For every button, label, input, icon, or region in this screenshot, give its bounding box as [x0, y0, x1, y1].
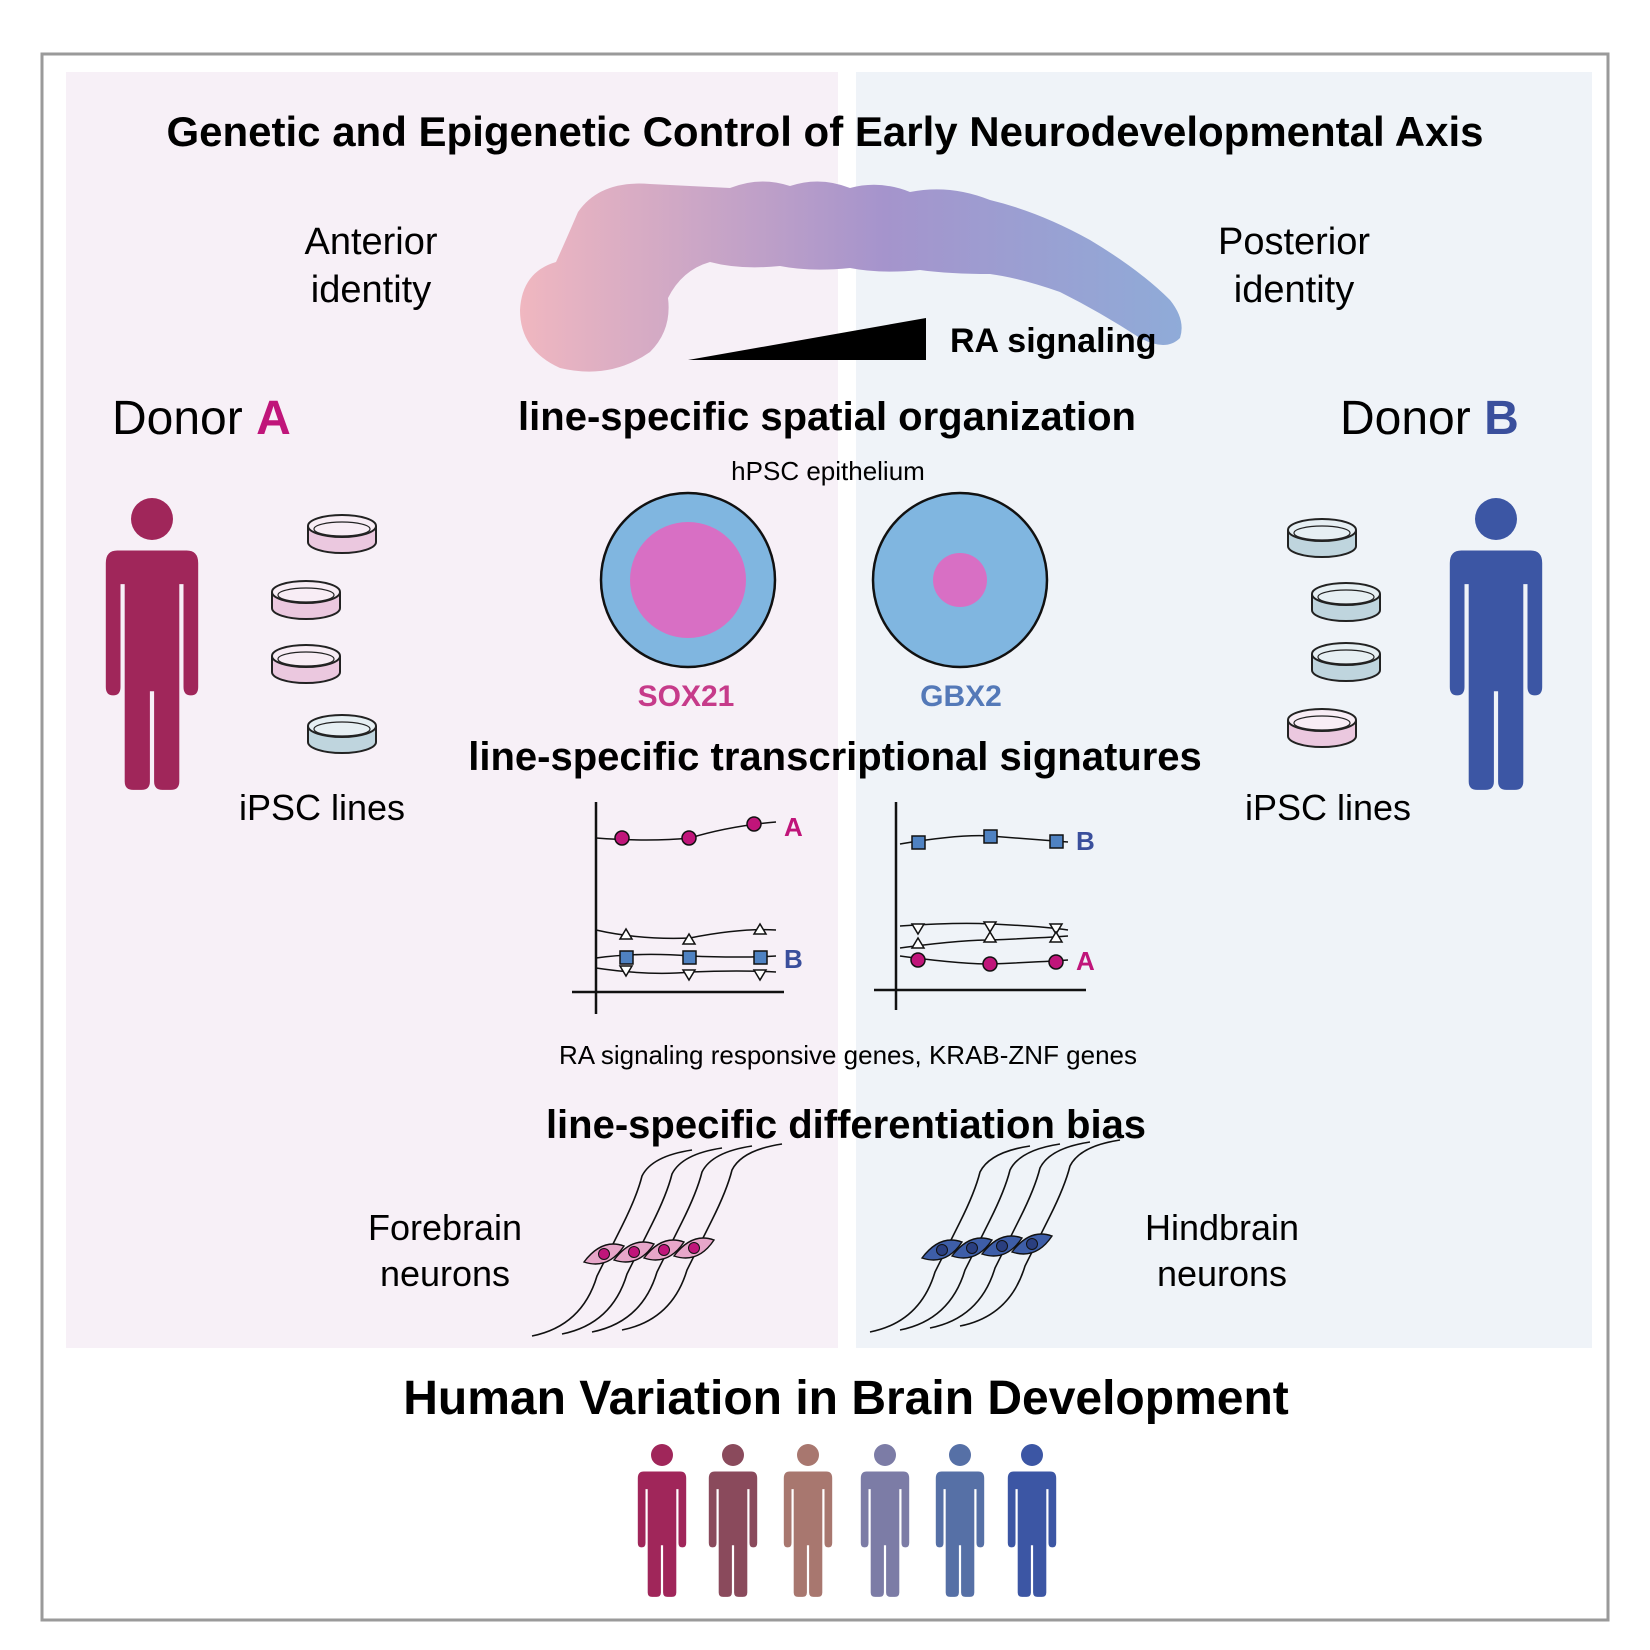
neuron-icon	[869, 1145, 1031, 1333]
ra-gradient-wedge	[688, 318, 926, 360]
transcriptional-heading: line-specific transcriptional signatures	[468, 735, 1202, 779]
neuron-icon	[621, 1143, 783, 1331]
ipsc-dishes-left	[271, 514, 377, 754]
dish-icon	[271, 644, 341, 684]
plot-left-markers-tri-up	[618, 922, 768, 945]
anterior-label-line2: identity	[311, 269, 431, 311]
hpsc-epithelium-label: hPSC epithelium	[731, 456, 925, 486]
plot-left-label-top: A	[784, 812, 803, 842]
neuron-icon	[531, 1149, 693, 1337]
plot-right-label-top: B	[1076, 826, 1095, 856]
anterior-label-line1: Anterior	[304, 221, 437, 263]
ipsc-lines-left-label: iPSC lines	[239, 787, 405, 828]
spatial-organization-heading: line-specific spatial organization	[518, 395, 1136, 439]
sox21-label: SOX21	[638, 680, 735, 713]
ipsc-dishes-right	[1287, 518, 1381, 748]
forebrain-neurons-illustration	[531, 1143, 783, 1337]
donor-a-label: Donor A	[112, 392, 291, 445]
gbx2-label: GBX2	[920, 680, 1002, 713]
dish-icon	[1287, 708, 1357, 748]
dish-icon	[1311, 642, 1381, 682]
forebrain-label-line2: neurons	[380, 1253, 510, 1294]
dish-icon	[271, 580, 341, 620]
ipsc-lines-right-label: iPSC lines	[1245, 787, 1411, 828]
posterior-label-line2: identity	[1234, 269, 1354, 311]
dish-icon	[1311, 582, 1381, 622]
plot-right	[874, 802, 1086, 1010]
plot-left-markers-b	[619, 950, 768, 965]
hindbrain-neurons-illustration	[869, 1139, 1121, 1333]
donor-a-letter: A	[256, 392, 291, 445]
plot-left-markers-a	[614, 816, 762, 846]
ra-signaling-label: RA signaling	[950, 322, 1157, 360]
footer-title: Human Variation in Brain Development	[403, 1372, 1289, 1425]
plot-left-label-bottom: B	[784, 944, 803, 974]
main-title: Genetic and Epigenetic Control of Early …	[166, 108, 1483, 155]
left-panel-background	[66, 72, 838, 1348]
plot-right-markers-a	[910, 952, 1064, 972]
donor-b-letter: B	[1484, 392, 1519, 445]
posterior-label-line1: Posterior	[1218, 221, 1370, 263]
embryo-illustration	[520, 181, 1182, 372]
genes-caption: RA signaling responsive genes, KRAB-ZNF …	[559, 1040, 1137, 1070]
hindbrain-label-line2: neurons	[1157, 1253, 1287, 1294]
plot-right-markers-tri-up	[910, 930, 1064, 949]
colony-sox21	[599, 491, 777, 669]
hindbrain-label-line1: Hindbrain	[1145, 1207, 1299, 1248]
plot-left	[572, 802, 784, 1014]
plot-right-label-bottom: A	[1076, 946, 1095, 976]
dish-icon	[307, 514, 377, 554]
dish-icon	[1287, 518, 1357, 558]
plot-right-markers-tri-down	[910, 921, 1064, 936]
neuron-icon	[929, 1141, 1091, 1329]
colony-gbx2	[871, 491, 1049, 669]
differentiation-heading: line-specific differentiation bias	[546, 1103, 1146, 1147]
neuron-icon	[899, 1143, 1061, 1331]
dish-icon	[307, 714, 377, 754]
neuron-icon	[561, 1147, 723, 1335]
plot-right-markers-b	[911, 829, 1064, 850]
neuron-icon	[959, 1139, 1121, 1327]
plot-left-markers-tri-down	[618, 965, 768, 982]
forebrain-label-line1: Forebrain	[368, 1207, 522, 1248]
donor-b-label: Donor B	[1340, 392, 1519, 445]
neuron-icon	[591, 1145, 753, 1333]
